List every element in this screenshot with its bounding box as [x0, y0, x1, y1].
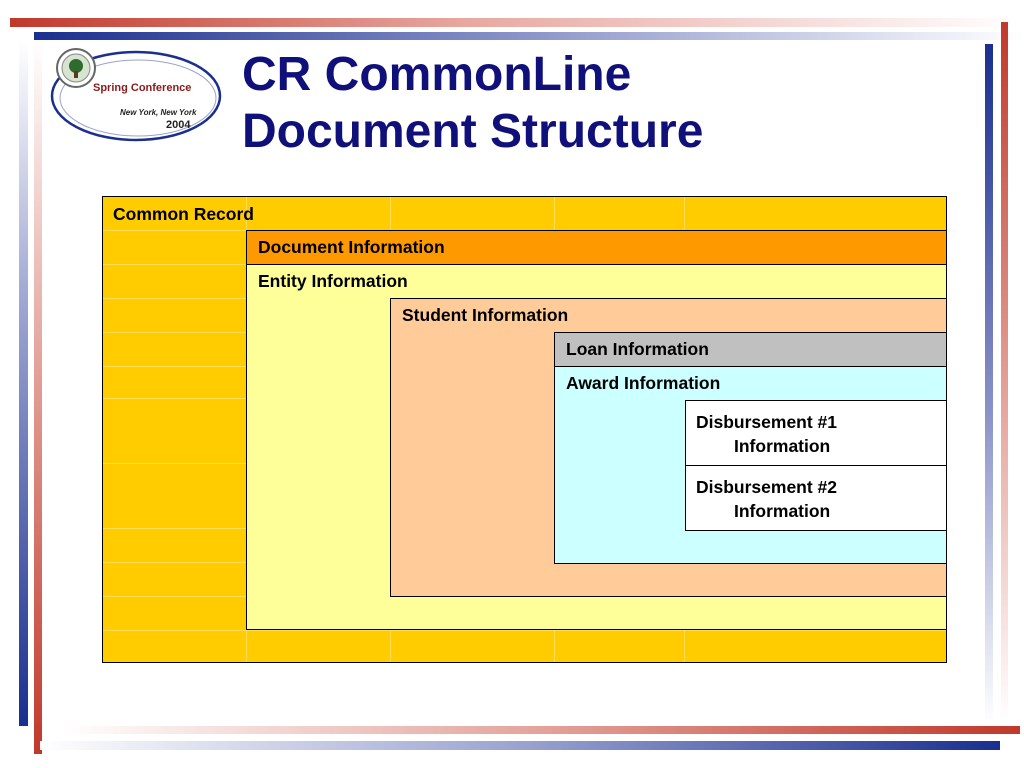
student-information-label: Student Information	[402, 305, 569, 325]
decorative-bar-left-blue	[19, 40, 28, 726]
disbursement-1-line-1: Disbursement #1	[696, 412, 838, 432]
decorative-bar-left-red	[34, 40, 42, 754]
decorative-bar-right-blue	[985, 44, 993, 724]
slide-title-line-2: Document Structure	[242, 105, 704, 158]
logo-swoosh-graphic	[50, 48, 222, 142]
entity-information-label: Entity Information	[258, 271, 408, 291]
document-structure-diagram: Common Record Document Information Entit…	[102, 196, 947, 663]
common-record-label: Common Record	[113, 204, 254, 224]
decorative-bar-bottom-red	[60, 726, 1020, 734]
logo-year: 2004	[166, 119, 191, 131]
award-information-box: Award Information Disbursement #1 Inform…	[554, 366, 946, 564]
loan-information-box: Loan Information	[554, 332, 946, 367]
disbursement-2-box: Disbursement #2 Information	[685, 465, 946, 531]
decorative-bar-top-blue	[34, 32, 1024, 40]
entity-information-box: Entity Information Student Information L…	[246, 264, 946, 630]
logo-conference-name: Spring Conference	[93, 82, 192, 94]
grid-line	[103, 630, 946, 631]
logo-city: New York, New York	[120, 108, 197, 117]
student-information-box: Student Information Loan Information Awa…	[390, 298, 946, 597]
slide-title-line-1: CR CommonLine	[242, 48, 632, 101]
disbursement-2-line-2: Information	[734, 501, 831, 521]
loan-information-label: Loan Information	[566, 339, 709, 359]
disbursement-1-line-2: Information	[734, 436, 831, 456]
conference-logo: Spring Conference New York, New York 200…	[48, 44, 223, 148]
decorative-bar-top-red	[10, 18, 1020, 27]
disbursement-2-label: Disbursement #2 Information	[696, 475, 837, 523]
document-information-label: Document Information	[258, 237, 445, 257]
award-information-label: Award Information	[566, 373, 721, 393]
decorative-bar-bottom-blue	[40, 741, 1000, 750]
disbursement-1-label: Disbursement #1 Information	[696, 410, 837, 458]
disbursement-1-box: Disbursement #1 Information	[685, 400, 946, 466]
disbursement-2-line-1: Disbursement #2	[696, 477, 838, 497]
document-information-box: Document Information	[246, 230, 946, 265]
decorative-bar-right-red	[1001, 22, 1008, 722]
slide-title: CR CommonLine Document Structure	[242, 46, 703, 160]
